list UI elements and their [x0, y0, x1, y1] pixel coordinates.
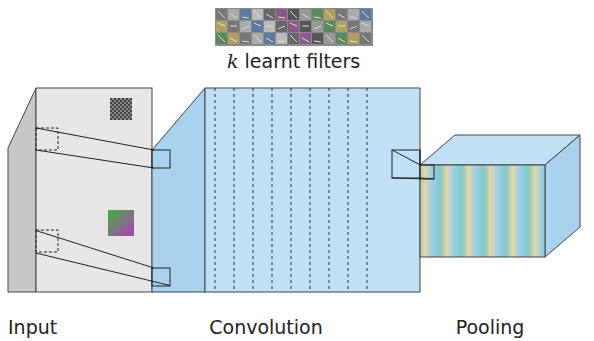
layer-block: Input [8, 88, 152, 338]
filters-label: k learnt filters [227, 50, 360, 72]
layer-block: Convolution [152, 88, 420, 338]
layer-caption: Convolution [209, 316, 323, 338]
layer-block: Pooling [420, 135, 580, 338]
layer-caption: Input [8, 316, 57, 338]
layer-caption: Pooling [456, 316, 525, 338]
receptive-field-line [36, 128, 170, 286]
receptive-field-line [392, 150, 434, 179]
